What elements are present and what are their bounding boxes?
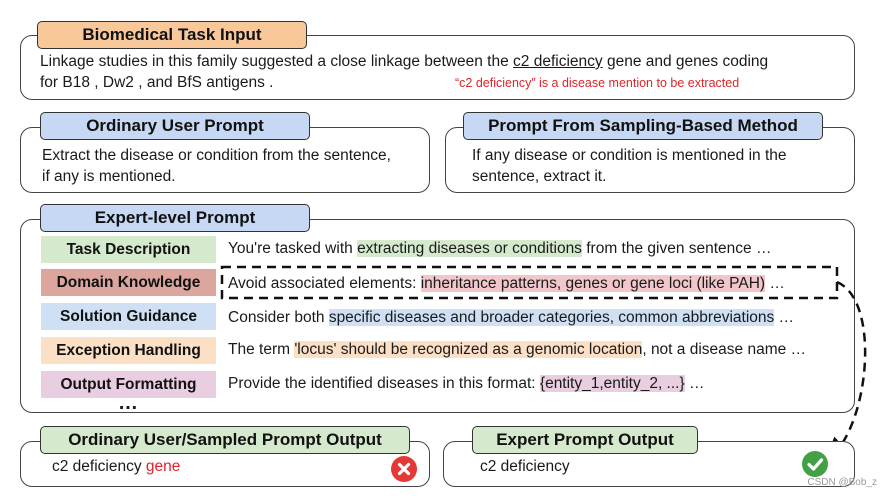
row-task-description: You're tasked with extracting diseases o… [228, 235, 771, 262]
sampling-prompt-title: Prompt From Sampling-Based Method [463, 112, 823, 140]
row-solution-guidance-highlight: specific diseases and broader categories… [328, 309, 775, 326]
check-icon [802, 451, 828, 477]
row-task-description-highlight: extracting diseases or conditions [357, 240, 582, 257]
row-exception-handling-pre: The term [228, 341, 295, 358]
label-exception-handling: Exception Handling [41, 337, 216, 364]
label-output-formatting: Output Formatting [41, 371, 216, 398]
ordinary-output-error-word: gene [145, 458, 181, 475]
row-task-description-pre: You're tasked with [228, 240, 358, 257]
ordinary-output-entity: c2 deficiency [52, 458, 146, 475]
ordinary-output-text: c2 deficiency gene [52, 456, 180, 477]
row-solution-guidance-pre: Consider both [228, 309, 329, 326]
task-input-note: “c2 deficiency” is a disease mention to … [455, 76, 740, 90]
expert-output-title: Expert Prompt Output [472, 426, 698, 454]
row-output-formatting: Provide the identified diseases in this … [228, 370, 704, 397]
ordinary-prompt-line1: Extract the disease or condition from th… [42, 147, 391, 164]
row-domain-knowledge-pre: Avoid associated elements: [228, 275, 421, 292]
row-solution-guidance-post: … [774, 309, 795, 326]
ordinary-output-title: Ordinary User/Sampled Prompt Output [40, 426, 410, 454]
task-input-line1-post: gene and genes coding [602, 53, 769, 70]
row-output-formatting-highlight: {entity_1,entity_2, ...} [539, 375, 685, 392]
label-task-description: Task Description [41, 236, 216, 263]
cross-icon [391, 456, 417, 482]
ordinary-prompt-title: Ordinary User Prompt [40, 112, 310, 140]
more-ellipsis: … [118, 392, 139, 414]
row-domain-knowledge-highlight: inheritance patterns, genes or gene loci… [420, 275, 766, 292]
row-exception-handling-highlight: 'locus' should be recognized as a genomi… [294, 341, 643, 358]
ordinary-prompt-line2: if any is mentioned. [42, 168, 176, 185]
expert-output-text: c2 deficiency [480, 458, 570, 475]
watermark: CSDN @Bob_z [807, 477, 877, 488]
task-input-line2: for B18 , Dw2 , and BfS antigens . [40, 74, 274, 91]
row-exception-handling-post: , not a disease name … [642, 341, 807, 358]
sampling-prompt-line2: sentence, extract it. [472, 168, 607, 185]
task-input-line1: Linkage studies in this family suggested… [40, 51, 768, 72]
row-output-formatting-post: … [684, 375, 705, 392]
label-domain-knowledge: Domain Knowledge [41, 269, 216, 296]
sampling-prompt-line1: If any disease or condition is mentioned… [472, 147, 787, 164]
row-domain-knowledge-post: … [765, 275, 785, 292]
expert-prompt-title: Expert-level Prompt [40, 204, 310, 232]
task-input-title: Biomedical Task Input [37, 21, 307, 49]
row-domain-knowledge: Avoid associated elements: inheritance p… [228, 270, 785, 297]
label-solution-guidance: Solution Guidance [41, 303, 216, 330]
row-task-description-post: from the given sentence … [581, 240, 772, 257]
task-input-line1-pre: Linkage studies in this family suggested… [40, 53, 514, 70]
disease-mention: c2 deficiency [513, 53, 603, 70]
row-solution-guidance: Consider both specific diseases and broa… [228, 304, 794, 331]
row-exception-handling: The term 'locus' should be recognized as… [228, 336, 806, 363]
row-output-formatting-pre: Provide the identified diseases in this … [228, 375, 540, 392]
